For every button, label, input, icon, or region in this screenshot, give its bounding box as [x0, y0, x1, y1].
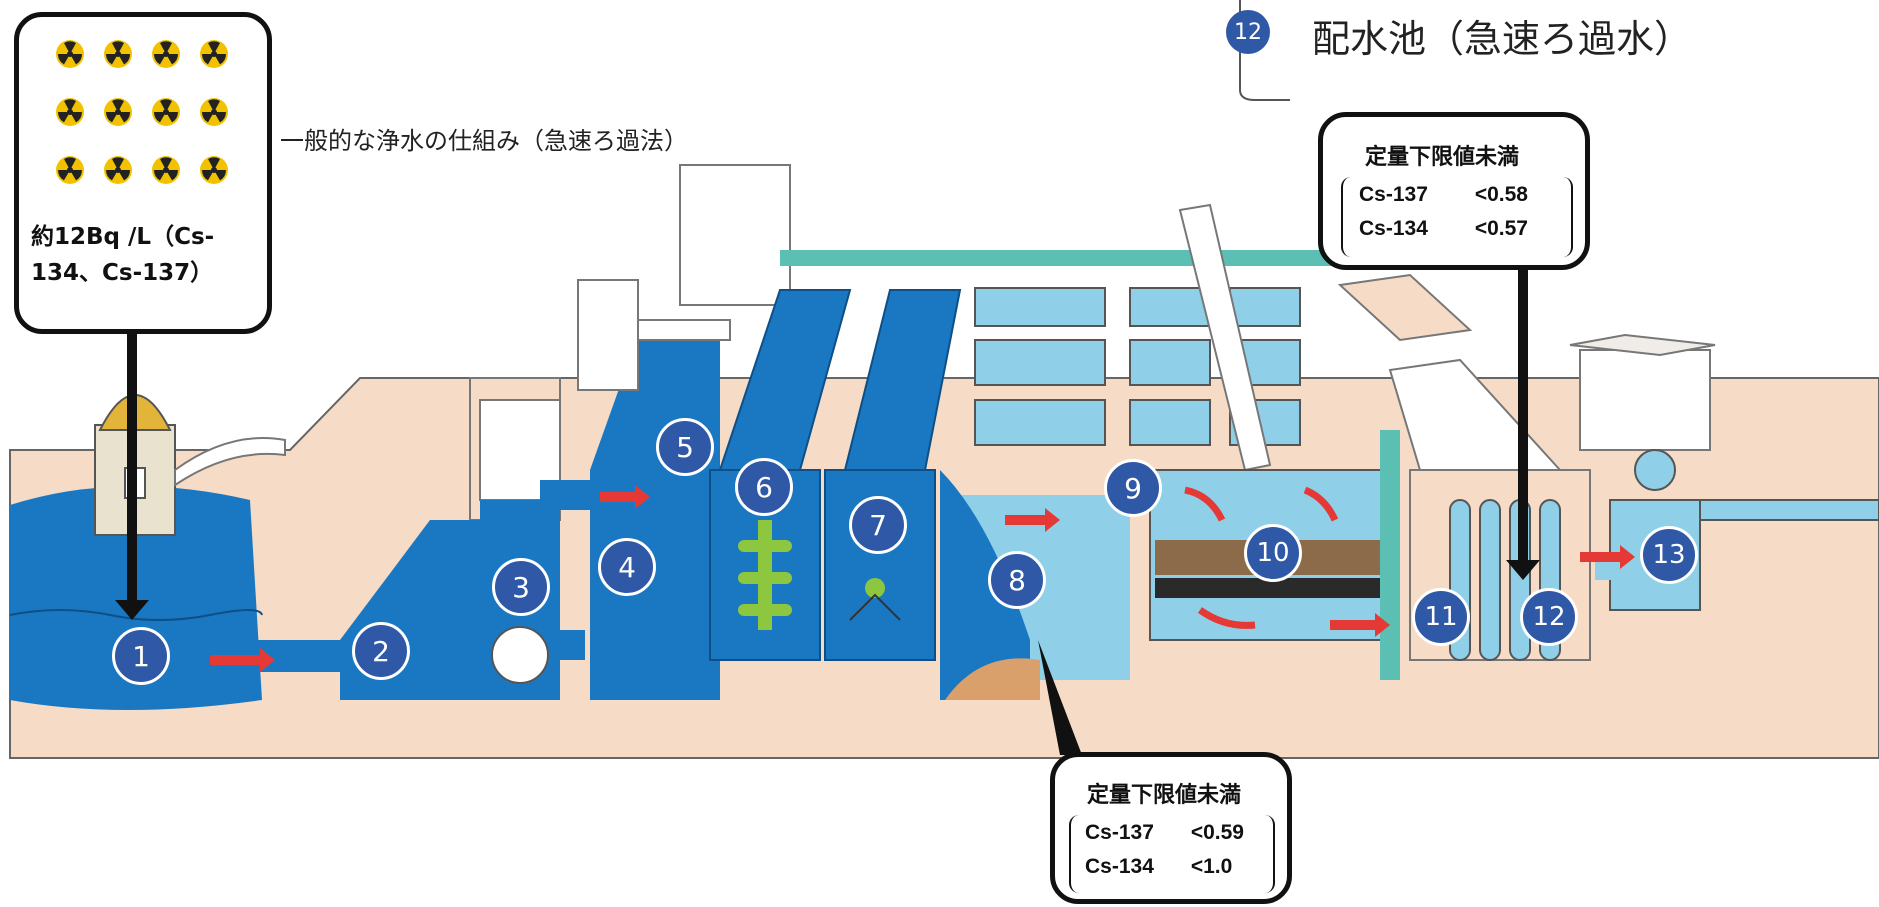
intake-bridge — [174, 437, 286, 487]
filtered-row-cs134: Cs-134 <0.57 — [1359, 217, 1528, 241]
stage-badge-4: 4 — [598, 538, 656, 596]
diagram-title: 一般的な浄水の仕組み（急速ろ過法） — [280, 127, 688, 155]
stage-badge-7: 7 — [849, 496, 907, 554]
settled-water-bracket — [1069, 815, 1275, 893]
raw-water-concentration-line2: 134、Cs-137） — [31, 260, 214, 286]
stage-badge-5: 5 — [656, 418, 714, 476]
settled-isotope-cs137: Cs-137 — [1085, 821, 1154, 844]
stage-badge-6: 6 — [735, 458, 793, 516]
radiation-icon — [55, 39, 103, 73]
filtered-row-cs137: Cs-137 <0.58 — [1359, 183, 1528, 207]
filter-tank-grid — [974, 287, 1301, 446]
settled-value-cs134: <1.0 — [1190, 855, 1233, 878]
stage-badge-12: 12 — [1520, 588, 1578, 646]
radiation-icon — [103, 39, 151, 73]
stage-badge-11: 11 — [1412, 588, 1470, 646]
stage-badge-2: 2 — [352, 622, 410, 680]
stage-badge-9: 9 — [1104, 459, 1162, 517]
radiation-icon — [199, 97, 247, 131]
stage-badge-1: 1 — [112, 627, 170, 685]
radiation-icon — [151, 97, 199, 131]
stage-badge-8: 8 — [988, 551, 1046, 609]
stage-badge-13: 13 — [1640, 526, 1698, 584]
flow-arrows — [210, 485, 1635, 672]
radiation-icon — [103, 97, 151, 131]
filtered-water-pointer — [1518, 265, 1528, 565]
radiation-icon — [55, 97, 103, 131]
settled-row-cs134: Cs-134 <1.0 — [1085, 855, 1232, 879]
radiation-icon — [103, 155, 151, 189]
filtered-value-cs137: <0.58 — [1474, 183, 1528, 206]
filtered-water-heading: 定量下限値未満 — [1365, 145, 1520, 170]
settled-water-heading: 定量下限値未満 — [1087, 783, 1242, 808]
settled-row-cs137: Cs-137 <0.59 — [1085, 821, 1244, 845]
radiation-icon — [151, 39, 199, 73]
distribution-pump-house — [1579, 349, 1711, 451]
radiation-icon — [199, 155, 247, 189]
settled-isotope-cs134: Cs-134 — [1085, 855, 1154, 878]
stage-badge-10: 10 — [1244, 524, 1302, 582]
gallery-pillar — [1178, 203, 1272, 472]
chemical-building — [679, 164, 791, 306]
filtered-value-cs134: <0.57 — [1474, 217, 1528, 240]
legend-number-badge: 12 — [1226, 10, 1270, 54]
filtered-isotope-cs134: Cs-134 — [1359, 217, 1428, 240]
legend-label: 配水池（急速ろ過水） — [1312, 17, 1693, 61]
stage-badge-3: 3 — [492, 558, 550, 616]
settled-value-cs137: <0.59 — [1190, 821, 1244, 844]
filtered-isotope-cs137: Cs-137 — [1359, 183, 1428, 206]
settled-water-pointer — [1038, 640, 1082, 755]
raw-water-concentration-line1: 約12Bq /L（Cs- — [31, 224, 215, 250]
filtered-water-bracket — [1341, 177, 1573, 257]
radiation-icon-grid — [55, 39, 255, 189]
settled-water-callout: 定量下限値未満 Cs-137 <0.59 Cs-134 <1.0 — [1050, 752, 1292, 904]
radiation-icon — [55, 155, 103, 189]
radiation-icon — [151, 155, 199, 189]
clear-well-roof — [1337, 273, 1473, 342]
outflow-pipe — [1699, 499, 1879, 521]
raw-water-callout: 約12Bq /L（Cs- 134、Cs-137） — [14, 12, 272, 334]
filtered-water-callout: 定量下限値未満 Cs-137 <0.58 Cs-134 <0.57 — [1318, 112, 1590, 270]
radiation-icon — [199, 39, 247, 73]
legend-bracket — [1239, 0, 1290, 101]
raw-water-pointer — [127, 330, 137, 605]
